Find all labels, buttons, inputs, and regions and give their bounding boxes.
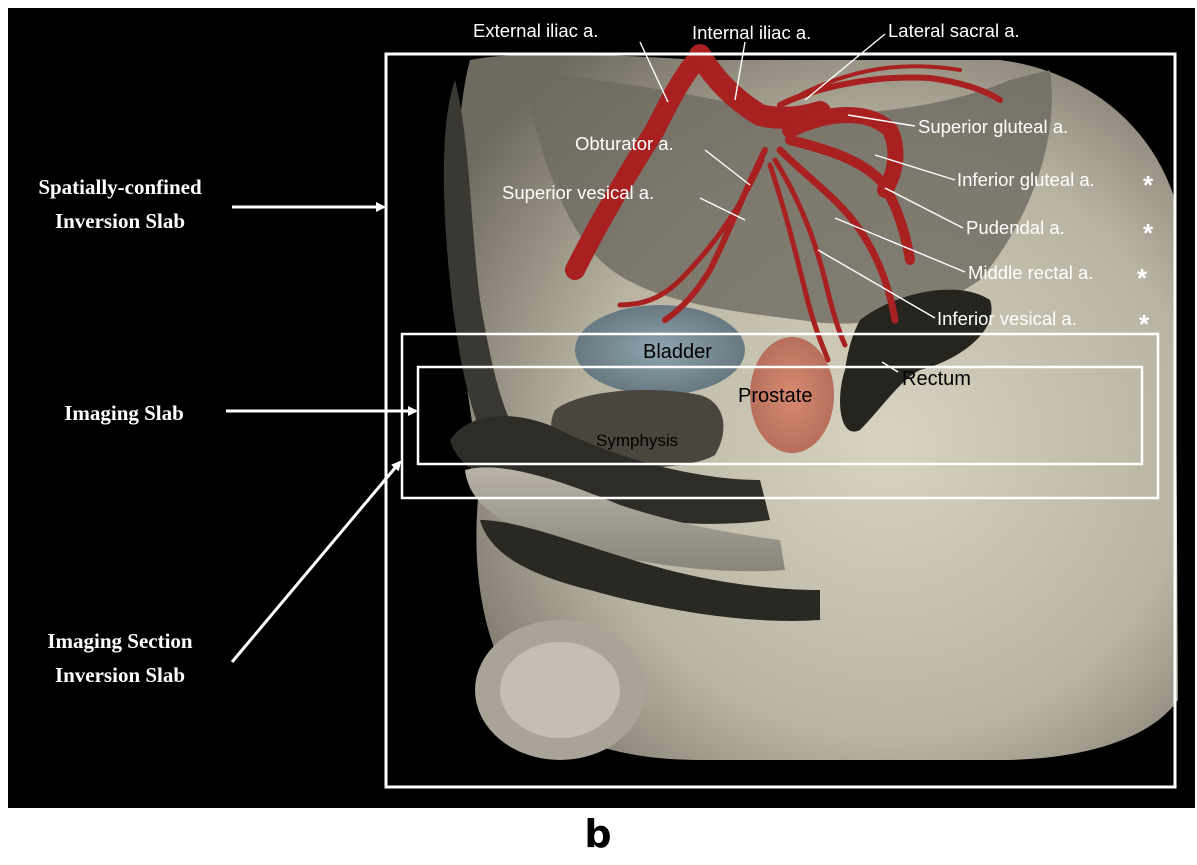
middle-rectal-label: Middle rectal a. xyxy=(968,262,1093,283)
bladder-label: Bladder xyxy=(643,341,712,363)
imaging-section-label-line1: Imaging Section xyxy=(47,629,193,653)
lateral-sacral-label: Lateral sacral a. xyxy=(888,20,1020,41)
prostate-label: Prostate xyxy=(738,385,812,407)
panel-letter: b xyxy=(578,812,618,856)
asterisk-middle-rectal: * xyxy=(1137,263,1148,293)
asterisk-pudendal: * xyxy=(1143,218,1154,248)
rectum-label: Rectum xyxy=(902,368,971,390)
pudendal-label: Pudendal a. xyxy=(966,217,1065,238)
asterisk-inferior-gluteal: * xyxy=(1143,170,1154,200)
imaging-slab-label: Imaging Slab xyxy=(64,401,184,425)
imaging-section-label-line2: Inversion Slab xyxy=(55,663,185,687)
obturator-label: Obturator a. xyxy=(575,133,674,154)
spatially-confined-label-line1: Spatially-confined xyxy=(38,175,202,199)
superior-vesical-label: Superior vesical a. xyxy=(502,182,654,203)
inferior-gluteal-label: Inferior gluteal a. xyxy=(957,169,1095,190)
symphysis-label: Symphysis xyxy=(596,431,678,450)
scrotum-shadow xyxy=(500,642,620,738)
mri-anatomy-image xyxy=(444,54,1178,760)
asterisk-inferior-vesical: * xyxy=(1139,309,1150,339)
superior-gluteal-label: Superior gluteal a. xyxy=(918,116,1068,137)
inferior-vesical-label: Inferior vesical a. xyxy=(937,308,1077,329)
external-iliac-label: External iliac a. xyxy=(473,20,598,41)
spatially-confined-label-line2: Inversion Slab xyxy=(55,209,185,233)
internal-iliac-label: Internal iliac a. xyxy=(692,22,811,43)
